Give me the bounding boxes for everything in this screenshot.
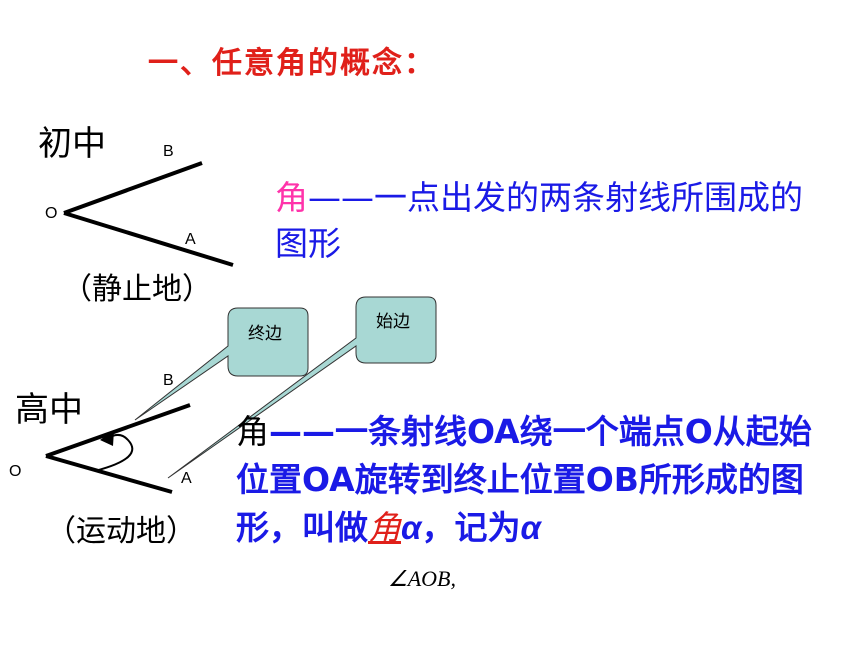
senior-def-text-2: ，记为 — [421, 508, 521, 547]
callout-initial-label: 始边 — [376, 312, 410, 332]
senior-definition: 角——一条射线OA绕一个端点O从起始位置OA旋转到终止位置OB所形成的图形，叫做… — [236, 408, 816, 552]
junior-def-text: ——一点出发的两条射线所围成的图形 — [275, 178, 803, 263]
senior-def-named: 角 — [368, 508, 401, 547]
rotation-arrowhead-icon — [100, 430, 114, 446]
junior-ray-ob — [63, 161, 203, 215]
junior-definition: 角——一点出发的两条射线所围成的图形 — [275, 175, 835, 267]
senior-state: （运动地） — [46, 514, 196, 549]
senior-heading: 高中 — [15, 390, 83, 430]
junior-label-b: B — [163, 143, 174, 160]
senior-def-text-1: ——一条射线OA绕一个端点O从起始位置OA旋转到终止位置OB所形成的图形，叫做 — [236, 412, 812, 547]
callout-terminal-side — [134, 307, 309, 421]
senior-def-alpha2: α — [520, 509, 541, 546]
junior-heading: 初中 — [38, 124, 106, 164]
senior-ray-ob — [45, 403, 191, 458]
senior-ray-oa — [45, 454, 173, 494]
junior-label-a: A — [185, 231, 196, 248]
senior-label-o: O — [9, 463, 22, 480]
senior-def-alpha: α — [401, 509, 422, 546]
junior-state: （静止地） — [62, 272, 212, 307]
section-title: 一、任意角的概念： — [148, 46, 436, 81]
junior-ray-oa — [63, 211, 234, 267]
callout-initial-side — [167, 296, 437, 479]
rotation-arc — [94, 434, 134, 472]
callout-terminal-label: 终边 — [248, 324, 282, 344]
senior-def-term: 角 — [236, 412, 269, 451]
senior-label-b: B — [163, 372, 174, 389]
senior-label-a: A — [181, 470, 192, 487]
junior-label-o: O — [45, 205, 58, 222]
angle-notation: ∠AOB, — [388, 566, 456, 591]
junior-def-term: 角 — [275, 178, 308, 217]
